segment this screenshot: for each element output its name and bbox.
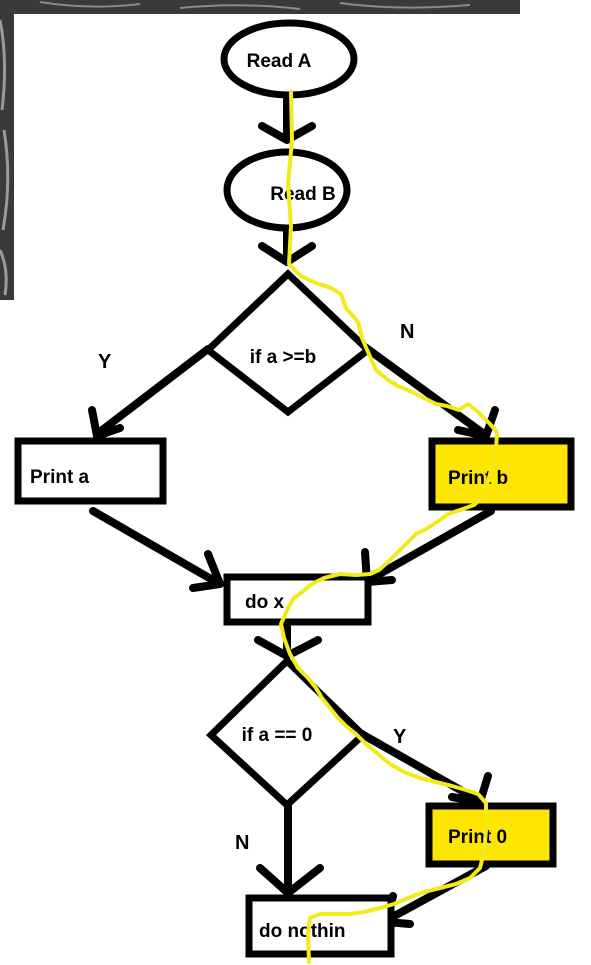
label-print-b: Print b <box>448 468 508 489</box>
node-labels: Read A Read B if a >=b Print a Print b d… <box>30 51 508 942</box>
arrow-print-a-to-do-x <box>89 507 224 592</box>
node-print-0 <box>425 802 557 868</box>
node-condition-a-gte-b <box>202 269 374 417</box>
arrow-condition-to-print-b <box>361 343 499 440</box>
label-read-b: Read B <box>270 184 335 205</box>
label-read-a: Read A <box>247 51 312 72</box>
arrow-read-a-to-read-b <box>258 91 316 144</box>
edge-label-condition-no: N <box>400 321 414 343</box>
edge-labels: Y N Y N <box>98 321 414 854</box>
arrow-condition-to-print-a <box>88 345 212 440</box>
node-condition-a-eq-0 <box>205 656 369 810</box>
label-do-x: do x <box>245 592 284 613</box>
node-read-a <box>220 19 358 99</box>
background-photo-fragment <box>0 0 520 300</box>
label-do-nothing: do nothin <box>259 921 346 942</box>
execution-trace-line <box>279 90 499 964</box>
label-condition-a-eq-0: if a == 0 <box>242 725 313 746</box>
arrow-read-b-to-condition <box>258 224 316 266</box>
edge-label-condition-2-yes: Y <box>393 726 407 748</box>
nodes <box>14 19 575 958</box>
arrow-print-b-to-do-x <box>361 507 495 586</box>
node-do-x <box>223 573 372 626</box>
label-print-a: Print a <box>30 467 90 488</box>
arrow-condition-2-to-do-nothing <box>256 801 324 897</box>
edge-label-condition-yes: Y <box>98 351 112 373</box>
edge-label-condition-2-no: N <box>235 832 249 854</box>
node-do-nothing <box>245 894 395 958</box>
node-print-a <box>14 437 167 505</box>
label-print-0: Print 0 <box>448 827 507 848</box>
node-print-b <box>428 437 575 511</box>
label-condition-a-gte-b: if a >=b <box>250 347 317 368</box>
